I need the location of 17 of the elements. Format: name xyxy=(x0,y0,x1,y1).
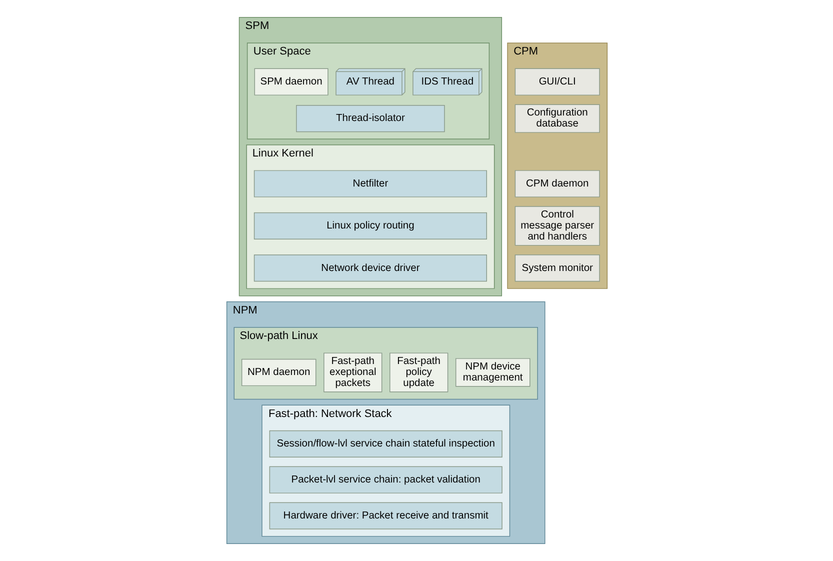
node-box: CPM daemon xyxy=(514,170,600,198)
node-box: NPM device management xyxy=(454,358,530,387)
node-box: Fast-path policy update xyxy=(389,352,448,392)
node-box: Network device driver xyxy=(253,254,486,282)
node-box: Hardware driver: Packet receive and transmit xyxy=(268,502,502,530)
node-box: Session/flow-lvl service chain stateful inspection xyxy=(268,430,502,458)
node-box: Fast-path exeptional packets xyxy=(323,352,382,392)
node-box: Thread-isolator xyxy=(296,104,444,132)
node-box: System monitor xyxy=(514,254,600,282)
node-box: Packet-lvl service chain: packet validation xyxy=(268,466,502,494)
node-box: SPM daemon xyxy=(254,68,328,96)
node-box: Control message parser and handlers xyxy=(514,206,600,246)
node-box: Linux policy routing xyxy=(253,212,486,240)
node-box: GUI/CLI xyxy=(514,68,600,96)
node-box: Configuration database xyxy=(514,104,600,133)
node-box: Netfilter xyxy=(253,170,486,198)
node-box: NPM daemon xyxy=(240,358,316,386)
